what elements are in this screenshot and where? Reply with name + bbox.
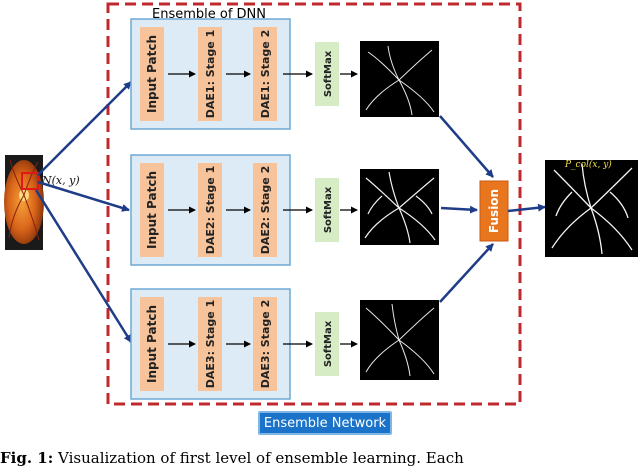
- stage2-block: [253, 27, 277, 121]
- stage1-block: [198, 163, 222, 257]
- figure-caption: Fig. 1: Visualization of first level of …: [0, 450, 640, 467]
- output-label: P_col(x, y): [564, 159, 612, 170]
- pixel-label: N(x, y): [41, 174, 80, 187]
- softmax-block: [315, 42, 339, 106]
- ensemble-title: Ensemble of DNN: [152, 7, 267, 22]
- input-patch-label: Input Patch: [145, 171, 159, 249]
- fusion-label: Fusion: [487, 189, 501, 233]
- stage2-label: DAE1: Stage 2: [259, 30, 272, 118]
- input-patch-block: [140, 297, 164, 391]
- dnn-row-1: Input Patch DAE1: Stage 1 DAE1: Stage 2 Sof…: [130, 18, 358, 130]
- dnn-row-2: Input Patch DAE2: Stage 1 DAE2: Stage 2 Sof…: [130, 154, 358, 266]
- stage1-block: [198, 27, 222, 121]
- input-patch-block: [140, 163, 164, 257]
- softmax-label: SoftMax: [323, 320, 334, 367]
- input-patch-label: Input Patch: [145, 305, 159, 383]
- output-vessel-map: [545, 160, 638, 257]
- input-patch-block: [140, 27, 164, 121]
- stage1-block: [198, 297, 222, 391]
- caption-lead: Fig. 1:: [0, 450, 54, 467]
- input-fundus-image: [4, 155, 44, 250]
- stage1-label: DAE2: Stage 1: [204, 166, 217, 254]
- map1-to-fusion-arrow: [439, 115, 494, 178]
- vessel-map-3: [360, 300, 439, 380]
- softmax-label: SoftMax: [323, 50, 334, 97]
- input-to-row2-arrow: [37, 180, 130, 212]
- pixel-neighborhood-box: [21, 172, 39, 190]
- input-to-row3-arrow: [34, 189, 133, 343]
- stage1-label: DAE1: Stage 1: [204, 30, 217, 118]
- stage1-label: DAE3: Stage 1: [204, 300, 217, 388]
- softmax-block: [315, 178, 339, 242]
- stage2-label: DAE3: Stage 2: [259, 300, 272, 388]
- input-patch-label: Input Patch: [145, 35, 159, 113]
- stage2-block: [253, 163, 277, 257]
- softmax-label: SoftMax: [323, 186, 334, 233]
- input-to-row1-arrow: [37, 81, 132, 176]
- map3-to-fusion-arrow: [439, 243, 494, 303]
- softmax-block: [315, 312, 339, 376]
- fusion-to-output-arrow: [507, 203, 546, 213]
- stage2-block: [253, 297, 277, 391]
- ensemble-network-label: Ensemble Network: [258, 411, 392, 435]
- map2-to-fusion-arrow: [440, 205, 478, 214]
- vessel-map-1: [360, 41, 439, 117]
- ensemble-boundary: [106, 2, 522, 406]
- vessel-map-2: [360, 169, 439, 245]
- caption-text: Visualization of first level of ensemble…: [53, 450, 464, 467]
- stage2-label: DAE2: Stage 2: [259, 166, 272, 254]
- dnn-row-3: Input Patch DAE3: Stage 1 DAE3: Stage 2 Sof…: [130, 288, 358, 400]
